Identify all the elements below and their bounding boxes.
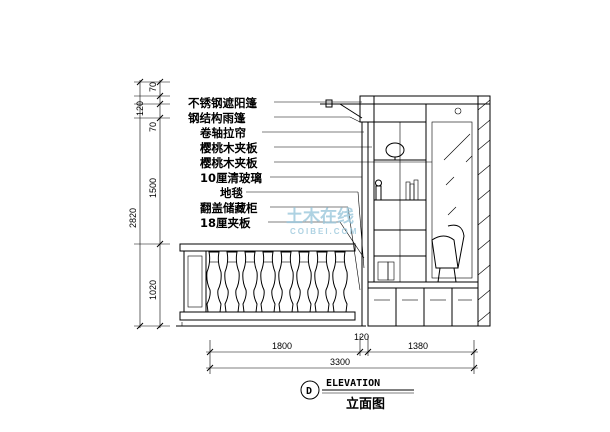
dim-v-1020: 1020	[148, 280, 158, 300]
dim-h-total: 3300	[330, 357, 350, 367]
dim-v-120: 120	[135, 101, 145, 116]
horizontal-dimension-chain: 1800 120 1380 3300	[206, 332, 478, 374]
baluster	[296, 251, 312, 313]
callout-clear-glass: 10厘清玻璃	[200, 171, 263, 185]
callout-roller-blind: 卷轴拉帘	[199, 126, 246, 140]
baluster	[206, 251, 222, 313]
view-marker-circle	[300, 380, 320, 400]
callout-steel-canopy: 钢结构雨篷	[188, 111, 246, 125]
balustrade	[176, 243, 366, 327]
dim-v-total: 2820	[128, 208, 138, 228]
callout-cherry-plywood-2: 樱桃木夹板	[200, 156, 258, 170]
baluster	[260, 251, 276, 313]
title-block: D ELEVATION 立面图	[300, 378, 414, 412]
watermark: 土木在线 COIBEI.COM	[286, 206, 358, 236]
dim-v-70-mid: 70	[148, 122, 158, 132]
baluster-group	[206, 251, 348, 313]
callout-labels: 不锈钢遮阳篷 钢结构雨篷 卷轴拉帘 樱桃木夹板 樱桃木夹板 10厘清玻璃 地毯 …	[188, 96, 263, 230]
dim-h-120: 120	[354, 332, 369, 342]
baluster	[278, 251, 294, 313]
callout-plywood-18: 18厘夹板	[200, 216, 251, 230]
callout-cherry-plywood-1: 樱桃木夹板	[200, 141, 258, 155]
watermark-text: 土木在线	[286, 206, 354, 227]
awning	[320, 99, 363, 119]
baluster	[332, 251, 348, 313]
vertical-dimension-chain: 70 120 70 1500 1020 2820	[128, 78, 170, 330]
callout-carpet: 地毯	[220, 186, 243, 200]
baluster	[242, 251, 258, 313]
dim-v-70-top: 70	[148, 82, 158, 92]
callout-stainless-awning: 不锈钢遮阳篷	[188, 96, 257, 110]
leader-lines	[246, 101, 432, 291]
dim-h-1800: 1800	[272, 341, 292, 351]
baluster	[314, 251, 330, 313]
dim-v-1500: 1500	[148, 178, 158, 198]
view-marker-letter: D	[306, 386, 312, 397]
watermark-subtext: COIBEI.COM	[290, 227, 358, 236]
room-structure	[359, 95, 491, 327]
dim-h-1380: 1380	[408, 341, 428, 351]
title-chinese: 立面图	[346, 396, 385, 412]
baluster	[224, 251, 240, 313]
callout-storage-cabinet: 翻盖储藏柜	[200, 201, 258, 215]
title-english: ELEVATION	[326, 378, 380, 389]
